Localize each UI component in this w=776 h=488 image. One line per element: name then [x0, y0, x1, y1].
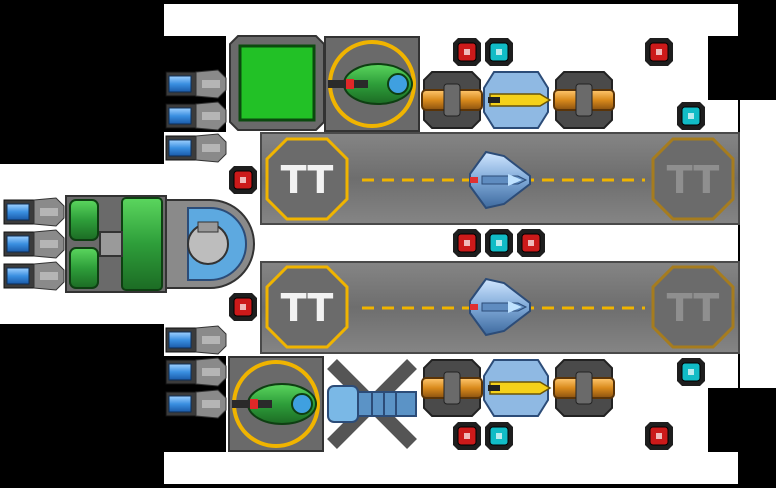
- orange-turret[interactable]: [421, 359, 483, 417]
- fighter-ship[interactable]: [469, 150, 531, 210]
- thruster-cannon[interactable]: [327, 359, 417, 449]
- cyan-sensor[interactable]: [677, 358, 705, 386]
- cyan-sensor[interactable]: [677, 102, 705, 130]
- landing-pad[interactable]: TT: [651, 265, 735, 349]
- red-sensor[interactable]: [229, 166, 257, 194]
- orange-turret[interactable]: [553, 71, 615, 129]
- red-sensor[interactable]: [645, 38, 673, 66]
- orange-turret[interactable]: [421, 71, 483, 129]
- cyan-sensor[interactable]: [485, 38, 513, 66]
- engine-pod[interactable]: [165, 133, 227, 163]
- yellow-turret[interactable]: [483, 359, 552, 417]
- engine-pod[interactable]: [3, 197, 65, 227]
- engine-pod[interactable]: [3, 261, 65, 291]
- red-sensor[interactable]: [229, 293, 257, 321]
- red-sensor[interactable]: [453, 422, 481, 450]
- landing-pad-label: TT: [281, 286, 334, 330]
- cyan-sensor[interactable]: [485, 229, 513, 257]
- cyan-sensor[interactable]: [485, 422, 513, 450]
- red-sensor[interactable]: [517, 229, 545, 257]
- green-storage-module[interactable]: [229, 35, 325, 131]
- reactor-core[interactable]: [65, 195, 255, 293]
- landing-pad[interactable]: TT: [651, 137, 735, 221]
- red-sensor[interactable]: [645, 422, 673, 450]
- landing-pad-label: TT: [667, 158, 720, 202]
- engine-pod[interactable]: [165, 389, 227, 419]
- green-turret[interactable]: [228, 356, 324, 452]
- landing-pad-label: TT: [281, 158, 334, 202]
- red-sensor[interactable]: [453, 229, 481, 257]
- engine-pod[interactable]: [165, 69, 227, 99]
- orange-turret[interactable]: [553, 359, 615, 417]
- engine-pod[interactable]: [165, 325, 227, 355]
- engine-pod[interactable]: [165, 101, 227, 131]
- engine-pod[interactable]: [3, 229, 65, 259]
- green-turret[interactable]: [324, 36, 420, 132]
- yellow-turret[interactable]: [483, 71, 552, 129]
- fighter-ship[interactable]: [469, 277, 531, 337]
- engine-pod[interactable]: [165, 357, 227, 387]
- landing-pad[interactable]: TT: [265, 137, 349, 221]
- red-sensor[interactable]: [453, 38, 481, 66]
- landing-pad[interactable]: TT: [265, 265, 349, 349]
- landing-pad-label: TT: [667, 286, 720, 330]
